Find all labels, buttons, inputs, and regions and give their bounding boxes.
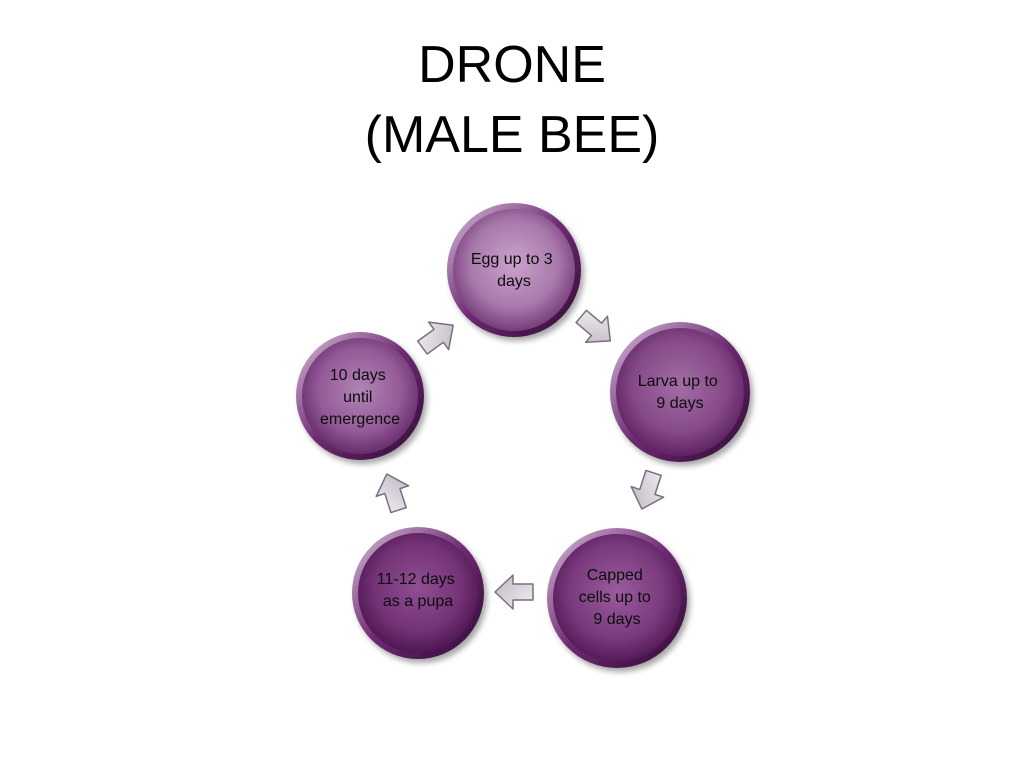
node-emergence: 10 days until emergence (296, 332, 424, 460)
node-capped-label: Capped cells up to 9 days (579, 567, 656, 628)
node-capped: Capped cells up to 9 days (547, 528, 687, 668)
title-line-drone: DRONE (418, 36, 606, 94)
node-emergence-label: 10 days until emergence (320, 367, 400, 428)
node-egg: Egg up to 3 days (447, 203, 581, 337)
arrow-capped-to-pupa-icon (494, 574, 534, 610)
arrow-pupa-to-emergence-icon (369, 467, 416, 517)
arrow-emergence-to-egg-icon (411, 310, 464, 363)
slide-title: DRONE (MALE BEE) (0, 30, 1024, 170)
arrow-egg-to-larva-icon (569, 302, 622, 355)
title-line-male-bee: (MALE BEE) (364, 106, 660, 164)
node-larva: Larva up to 9 days (610, 322, 750, 462)
node-larva-label: Larva up to 9 days (638, 373, 723, 412)
node-pupa: 11-12 days as a pupa (352, 527, 484, 659)
node-pupa-label: 11-12 days as a pupa (377, 571, 459, 610)
node-egg-label: Egg up to 3 days (471, 251, 557, 290)
arrow-larva-to-capped-icon (624, 466, 671, 516)
